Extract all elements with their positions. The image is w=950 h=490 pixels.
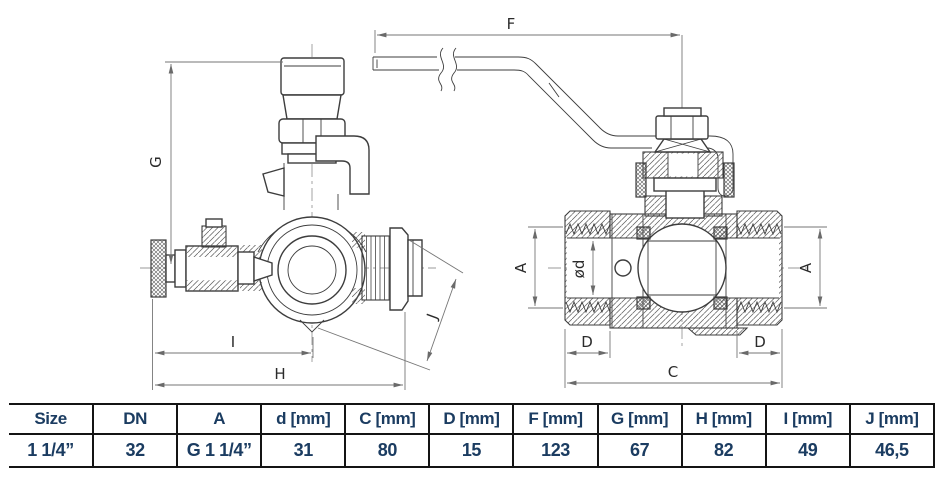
dim-label-c: C xyxy=(668,363,678,381)
dim-label-d-right: D xyxy=(754,333,766,351)
drain-knurled-cap xyxy=(150,239,167,298)
value-i-mm: 49 xyxy=(764,434,850,467)
dim-label-d-left: D xyxy=(581,333,593,351)
left-view-drawing: G I H J xyxy=(140,44,464,390)
break-symbol xyxy=(438,47,445,92)
value-f-mm: 123 xyxy=(512,434,598,467)
value-dn: 32 xyxy=(92,434,178,467)
col-header-f-mm: F [mm] xyxy=(512,404,598,434)
col-header-d-mm: d [mm] xyxy=(260,404,346,434)
dim-label-j: J xyxy=(423,311,442,322)
dimension-spec-table: Size DN A d [mm] C [mm] D [mm] F [mm] G … xyxy=(9,403,936,468)
handle-bracket-end xyxy=(315,135,370,195)
col-header-a: A xyxy=(176,404,262,434)
value-d-mm: 31 xyxy=(260,434,346,467)
dim-label-f: F xyxy=(507,15,516,33)
col-header-dn: DN xyxy=(92,404,178,434)
dim-label-h: H xyxy=(274,365,285,383)
drain-hole xyxy=(614,259,632,277)
col-header-size: Size xyxy=(34,409,67,428)
locking-tab xyxy=(262,167,285,197)
dim-label-a-left: A xyxy=(512,262,530,273)
dim-label-i: I xyxy=(231,333,235,351)
spec-value-row: 1 1/4” 32 G 1 1/4” 31 80 15 123 67 82 49… xyxy=(9,434,936,467)
col-header-g-mm: G [mm] xyxy=(596,404,682,434)
value-g-mm: 67 xyxy=(596,434,682,467)
col-header-j-mm: J [mm] xyxy=(848,404,936,434)
col-header-c-mm: C [mm] xyxy=(344,404,430,434)
dim-label-a-right: A xyxy=(797,262,815,273)
col-header-dd-mm: D [mm] xyxy=(428,404,514,434)
valve-technical-drawing: G I H J xyxy=(140,15,827,390)
spec-header-row: Size DN A d [mm] C [mm] D [mm] F [mm] G … xyxy=(9,404,936,434)
stem-nut xyxy=(655,115,709,140)
spec-table-section: Size DN A d [mm] C [mm] D [mm] F [mm] G … xyxy=(0,398,950,468)
col-header-i-mm: I [mm] xyxy=(764,404,850,434)
value-size: 1 1/4” xyxy=(27,440,74,460)
value-h-mm: 82 xyxy=(680,434,766,467)
lever-handle xyxy=(373,57,733,196)
value-c-mm: 80 xyxy=(344,434,430,467)
col-header-h-mm: H [mm] xyxy=(680,404,766,434)
value-dd-mm: 15 xyxy=(428,434,514,467)
dim-label-od: ød xyxy=(570,260,588,279)
value-j-mm: 46,5 xyxy=(848,434,936,467)
dim-label-g: G xyxy=(147,156,165,168)
right-view-drawing: F A A ød D D C xyxy=(372,15,827,388)
union-tailpiece xyxy=(361,235,391,301)
value-a: G 1 1/4” xyxy=(176,434,262,467)
